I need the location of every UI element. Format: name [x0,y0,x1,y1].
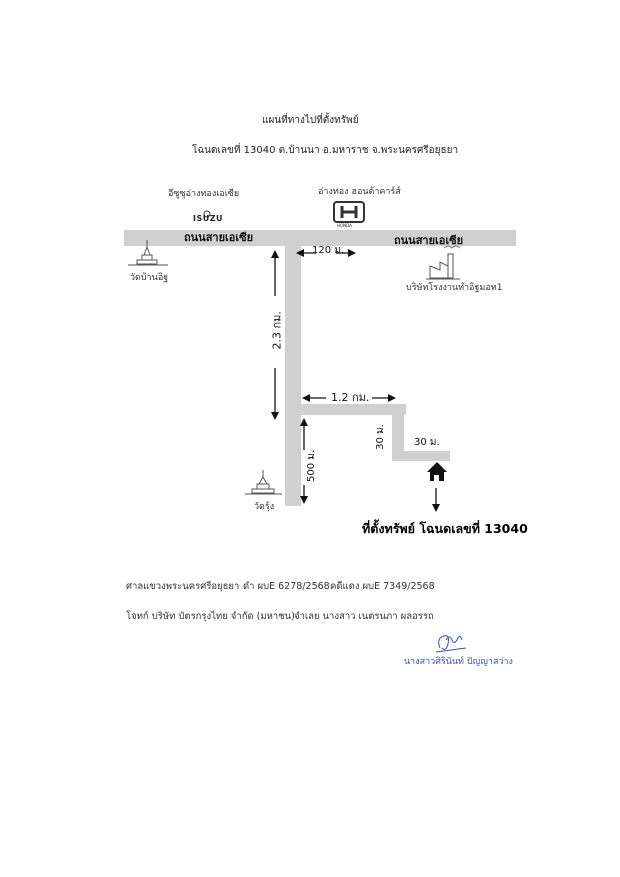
honda-logo-icon [333,201,365,223]
asia-highway-road [124,230,516,246]
temple-icon-top [128,240,168,266]
case-black-number: ดำ ผบE 6278/2568 [243,581,330,592]
temple-icon-bottom [245,470,282,495]
factory-label: บริษัทโรงงานทำอิฐมอท1 [406,283,503,293]
temple-top-label: วัดบ้านอิฐ [130,273,169,283]
distance-2-3km: 2.3 กม. [270,311,284,350]
deed-subtitle: โฉนดเลขที่ 13040 ต.บ้านนา อ.มหาราช จ.พระ… [192,145,459,156]
road-label-right: ถนนสายเอเซีย [394,234,464,247]
honda-label: อ่างทอง ฮอนด้าคาร์ส์ [318,187,401,197]
road-spur-east [392,451,450,461]
road-east-segment [301,404,406,415]
case-red-number: คดีแดง ผบE 7349/2568 [330,581,435,592]
distance-1-2km: 1.2 กม. [331,391,370,404]
signature-scribble [435,635,467,653]
distance-30m-vertical: 30 ม. [375,424,386,450]
plaintiff: โจทก์ บริษัท บัตรกรุงไทย จำกัด (มหาชน) [126,611,295,622]
honda-logo-text: HONDA [337,223,352,228]
road-label-left: ถนนสายเอเซีย [184,231,254,244]
defendant: จำเลย นางสาว เนตรนภา ผลอรรถ [294,611,434,622]
road-spur-down [392,415,404,461]
temple-bottom-label: วัดรุ้ง [254,502,275,512]
distance-500m: 500 ม. [306,449,317,483]
property-label: ที่ตั้งทรัพย์ โฉนดเลขที่ 13040 [362,521,528,536]
isuzu-logo: ISUZU [193,214,224,223]
court-name: ศาลแขวงพระนครศรีอยุธยา [126,581,240,592]
factory-icon [426,245,461,280]
map-title: แผนที่ทางไปที่ตั้งทรัพย์ [262,115,359,126]
isuzu-label: อีซูซุอ่างทองเอเซีย [168,189,240,199]
distance-30m-horizontal: 30 ม. [414,437,440,448]
isuzu-logo-icon [203,210,211,218]
distance-120m: 120 ม. [312,245,345,256]
house-icon [427,462,447,481]
signature-name: นางสาวศิรินันท์ ปัญญาสว่าง [404,657,513,667]
road-south-segment [285,246,301,506]
